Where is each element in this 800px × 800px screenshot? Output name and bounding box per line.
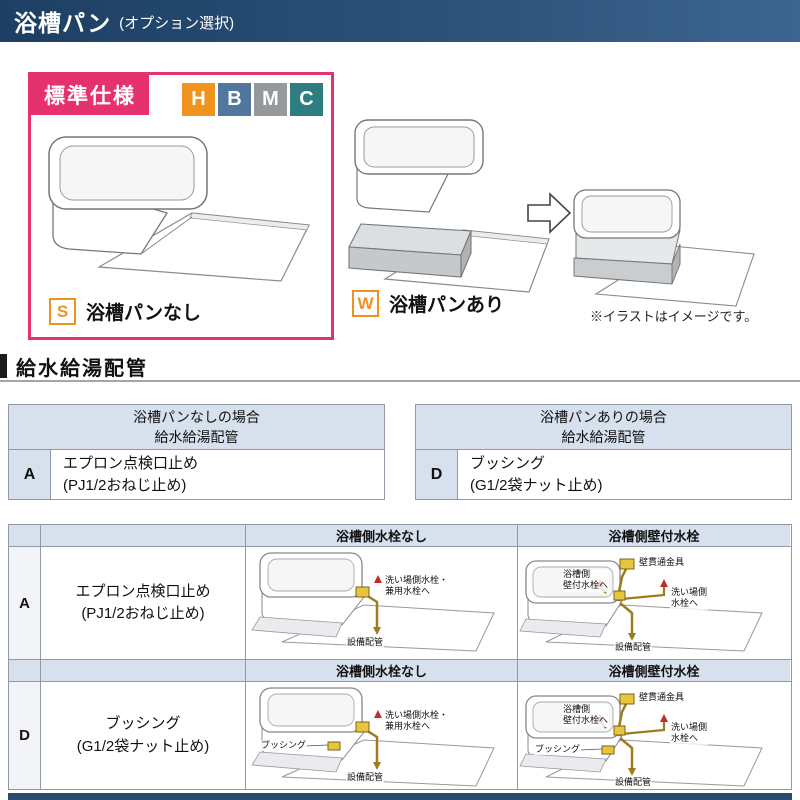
col-header-no-faucet: 浴槽側水栓なし	[246, 660, 518, 681]
next-section-bar	[8, 793, 792, 800]
summary-table-with-pan-header: 浴槽パンありの場合 給水給湯配管	[416, 405, 791, 450]
summary-header-line2: 給水給湯配管	[154, 429, 239, 445]
row-desc-a: エプロン点検口止め (PJ1/2おねじ止め)	[51, 450, 384, 499]
label-wash-faucet: 洗い場側水栓・ 兼用水栓へ	[384, 575, 450, 598]
standard-spec-box: 標準仕様 H B M C S 浴槽パンなし	[28, 72, 334, 340]
plan-badge-c: C	[290, 83, 323, 116]
row-desc-a: エプロン点検口止め (PJ1/2おねじ止め)	[41, 547, 246, 659]
plan-badges: H B M C	[182, 83, 323, 116]
summary-table-with-pan: 浴槽パンありの場合 給水給湯配管 D ブッシング (G1/2袋ナット止め)	[415, 404, 792, 500]
option-s-badge: S	[49, 298, 76, 325]
summary-header-line1: 浴槽パンなしの場合	[133, 408, 260, 425]
row-code-d: D	[9, 682, 41, 789]
diagram-d-no-faucet: ブッシング 洗い場側水栓・ 兼用水栓へ 設備配管	[246, 682, 518, 789]
row-desc-d: ブッシング (G1/2袋ナット止め)	[41, 682, 246, 789]
header-spacer	[9, 660, 41, 681]
detail-piping-table: 浴槽側水栓なし 浴槽側壁付水栓 A エプロン点検口止め (PJ1/2おねじ止め)	[8, 524, 792, 790]
table-row: A エプロン点検口止め (PJ1/2おねじ止め) 洗い	[9, 547, 791, 660]
desc-line2: (G1/2袋ナット止め)	[76, 737, 210, 755]
header-spacer	[41, 525, 246, 546]
summary-header-line2: 給水給湯配管	[561, 429, 646, 445]
label-utility-pipe: 設備配管	[614, 642, 653, 654]
col-header-no-faucet: 浴槽側水栓なし	[246, 525, 518, 546]
plan-badge-h: H	[182, 83, 215, 116]
page-subtitle: (オプション選択)	[119, 15, 235, 32]
option-s-row: S 浴槽パンなし	[49, 298, 201, 325]
piping-diagram-illustration	[251, 552, 495, 652]
label-wall-fitting: 壁貫通金具	[638, 557, 686, 569]
col-header-wall-faucet: 浴槽側壁付水栓	[518, 525, 790, 546]
illustration-note: ※イラストはイメージです。	[590, 309, 758, 324]
col-header-wall-faucet: 浴槽側壁付水栓	[518, 660, 790, 681]
header-spacer	[9, 525, 41, 546]
header-spacer	[41, 660, 246, 681]
section-header-piping: 給水給湯配管	[0, 352, 800, 382]
desc-line1: ブッシング	[470, 454, 546, 472]
desc-line1: エプロン点検口止め	[75, 582, 211, 600]
label-bushing: ブッシング	[534, 744, 582, 756]
bathtub-no-pan-illustration	[48, 136, 310, 282]
label-utility-pipe: 設備配管	[346, 772, 385, 784]
desc-line1: ブッシング	[105, 715, 181, 732]
desc-line2: (PJ1/2おねじ止め)	[81, 605, 205, 622]
label-wash-side-faucet: 洗い場側 水栓へ	[670, 587, 709, 610]
summary-table-no-pan-header: 浴槽パンなしの場合 給水給湯配管	[9, 405, 384, 450]
pan-option-group: W 浴槽パンあり ※イラストはイメージです。	[340, 72, 792, 340]
diagram-d-wall-faucet: 壁貫通金具 浴槽側 壁付水栓へ 洗い場側 水栓へ ブッシング 設備配管	[518, 682, 790, 789]
row-code-a: A	[9, 547, 41, 659]
row-desc-d: ブッシング (G1/2袋ナット止め)	[458, 450, 791, 499]
row-code-a: A	[9, 450, 51, 499]
table-row: D ブッシング (G1/2袋ナット止め)	[416, 450, 791, 499]
diagram-a-no-faucet: 洗い場側水栓・ 兼用水栓へ 設備配管	[246, 547, 518, 659]
plan-badge-b: B	[218, 83, 251, 116]
page-header: 浴槽パン (オプション選択)	[0, 0, 800, 42]
diagram-a-wall-faucet: 壁貫通金具 浴槽側 壁付水栓へ 洗い場側 水栓へ 設備配管	[518, 547, 790, 659]
label-tub-side-faucet: 浴槽側 壁付水栓へ	[562, 569, 610, 592]
bathtub-over-pan-illustration	[348, 119, 550, 293]
label-wash-side-faucet: 洗い場側 水栓へ	[670, 722, 709, 745]
page-title: 浴槽パン	[14, 10, 112, 36]
summary-table-no-pan: 浴槽パンなしの場合 給水給湯配管 A エプロン点検口止め (PJ1/2おねじ止め…	[8, 404, 385, 500]
table-row: A エプロン点検口止め (PJ1/2おねじ止め)	[9, 450, 384, 499]
desc-line2: (PJ1/2おねじ止め)	[63, 476, 187, 494]
option-s-label: 浴槽パンなし	[86, 303, 201, 324]
summary-header-line1: 浴槽パンありの場合	[540, 408, 667, 425]
label-wall-fitting: 壁貫通金具	[638, 692, 686, 704]
table-row: D ブッシング (G1/2袋ナット止め)	[9, 682, 791, 789]
row-code-d: D	[416, 450, 458, 499]
section-title: 給水給湯配管	[16, 357, 148, 380]
detail-header-row: 浴槽側水栓なし 浴槽側壁付水栓	[9, 525, 791, 547]
desc-line1: エプロン点検口止め	[63, 454, 199, 472]
label-bushing: ブッシング	[260, 740, 308, 752]
label-tub-side-faucet: 浴槽側 壁付水栓へ	[562, 704, 610, 727]
option-w-row: W 浴槽パンあり	[352, 290, 504, 317]
section-marker-bar	[0, 354, 7, 378]
bathtub-in-pan-illustration	[573, 189, 755, 307]
option-w-label: 浴槽パンあり	[389, 295, 504, 316]
right-arrow-icon	[527, 192, 572, 234]
label-wash-faucet: 洗い場側水栓・ 兼用水栓へ	[384, 710, 450, 733]
label-utility-pipe: 設備配管	[346, 637, 385, 649]
option-w-badge: W	[352, 290, 379, 317]
label-utility-pipe: 設備配管	[614, 777, 653, 789]
plan-badge-m: M	[254, 83, 287, 116]
desc-line2: (G1/2袋ナット止め)	[470, 476, 603, 494]
standard-spec-label: 標準仕様	[31, 75, 149, 115]
detail-header-row: 浴槽側水栓なし 浴槽側壁付水栓	[9, 660, 791, 682]
